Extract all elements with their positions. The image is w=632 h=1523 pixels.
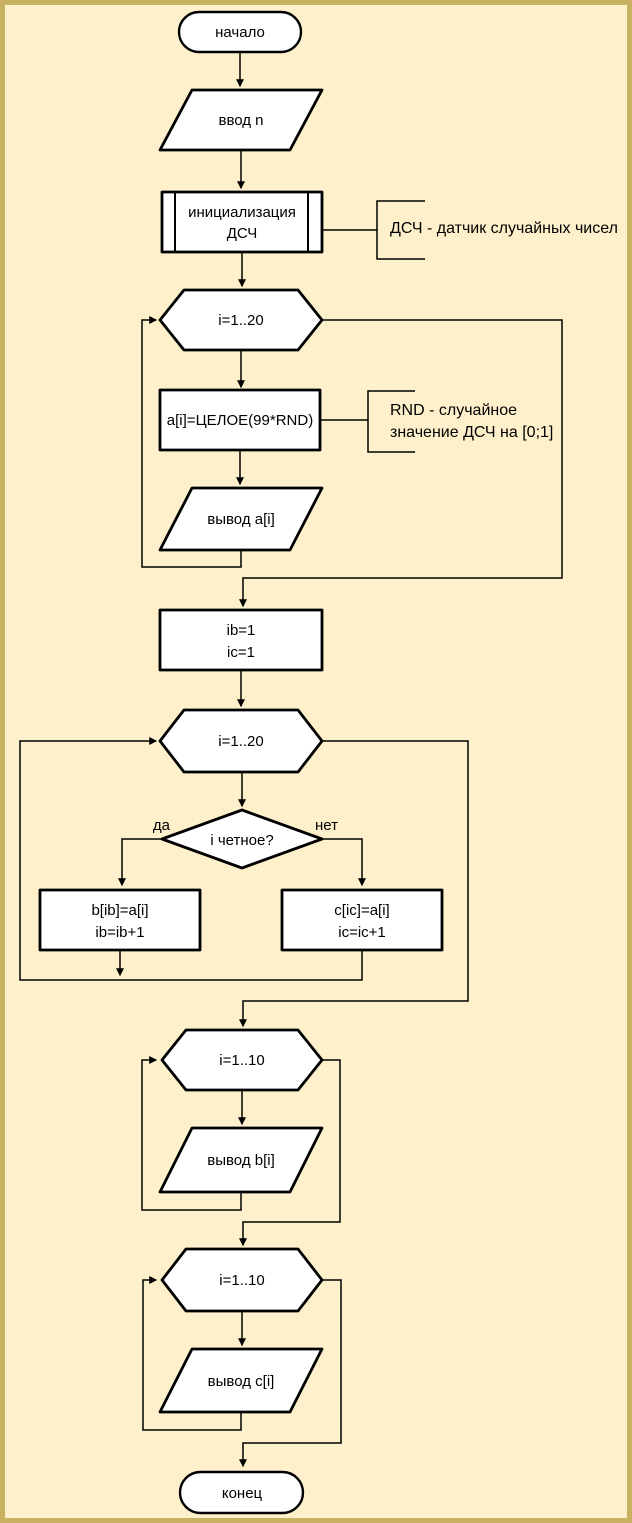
edge-loop1-back — [141, 316, 242, 568]
edge-loop1-exit — [239, 319, 563, 608]
start-terminator-shape — [177, 10, 303, 54]
output-a-shape — [158, 486, 324, 552]
loop4-label: i=1..10 — [219, 1272, 264, 1289]
comment-rnd-text-line1: RND - случайное — [390, 402, 517, 419]
comment-dsch-bracket — [376, 200, 425, 260]
assign-a-label: a[i]=ЦЕЛОЕ(99*RND) — [167, 412, 313, 429]
assign-a-shape — [158, 388, 322, 452]
branch-no-label: нет — [315, 817, 338, 834]
comment-dsch-text: ДСЧ - датчик случайных чисел — [390, 220, 618, 237]
edge-decision-yes — [118, 838, 162, 887]
loop3-shape — [160, 1028, 324, 1092]
loop3-label: i=1..10 — [219, 1052, 264, 1069]
edge-loop3-back — [141, 1056, 242, 1211]
output-b-label: вывод b[i] — [207, 1152, 275, 1169]
assign-c-shape — [280, 888, 444, 952]
loop4-shape — [160, 1247, 324, 1313]
node-output-b: вывод b[i] — [158, 1126, 324, 1194]
decision-even-shape — [160, 808, 324, 870]
comment-dsch: ДСЧ - датчик случайных чисел — [322, 200, 618, 260]
input-n-label: ввод n — [218, 112, 263, 129]
loop1-shape — [158, 288, 324, 352]
node-assign-b: b[ib]=a[i] ib=ib+1 — [38, 888, 202, 952]
node-start: начало — [177, 10, 303, 54]
node-output-c: вывод c[i] — [158, 1347, 324, 1414]
loop1-label: i=1..20 — [218, 312, 263, 329]
init-dsch-label-line1: инициализация — [188, 204, 296, 221]
assign-b-shape — [38, 888, 202, 952]
loop2-shape — [158, 708, 324, 774]
comment-rnd-text-line2: значение ДСЧ на [0;1] — [390, 424, 553, 441]
node-end: конец — [178, 1470, 305, 1515]
output-c-label: вывод c[i] — [208, 1373, 275, 1390]
edge-loop2-exit — [239, 740, 469, 1028]
comment-rnd-bracket — [367, 390, 415, 453]
comment-rnd: RND - случайное значение ДСЧ на [0;1] — [320, 390, 553, 453]
init-dsch-shape — [160, 190, 324, 254]
node-loop2: i=1..20 — [158, 708, 324, 774]
branch-yes-label: да — [153, 817, 171, 834]
output-b-shape — [158, 1126, 324, 1194]
loop2-label: i=1..20 — [218, 733, 263, 750]
output-c-shape — [158, 1347, 324, 1414]
node-init-dsch: инициализация ДСЧ — [160, 190, 324, 254]
assign-c-label-line1: c[ic]=a[i] — [334, 902, 389, 919]
node-init-counters: ib=1 ic=1 — [158, 608, 324, 672]
output-a-label: вывод a[i] — [207, 511, 275, 528]
node-input-n: ввод n — [158, 88, 324, 152]
node-output-a: вывод a[i] — [158, 486, 324, 552]
end-terminator-shape — [178, 1470, 305, 1515]
init-dsch-label-line2: ДСЧ — [227, 225, 258, 242]
edge-loop3-exit — [239, 1059, 341, 1247]
assign-c-label-line2: ic=ic+1 — [338, 924, 386, 941]
edges — [19, 52, 563, 1468]
init-counters-label-line2: ic=1 — [227, 644, 255, 661]
edge-loop4-exit — [239, 1279, 342, 1468]
assign-b-label-line1: b[ib]=a[i] — [91, 902, 148, 919]
init-counters-shape — [158, 608, 324, 672]
node-assign-a: a[i]=ЦЕЛОЕ(99*RND) — [158, 388, 322, 452]
end-label: конец — [222, 1485, 263, 1502]
start-label: начало — [215, 24, 265, 41]
node-loop4: i=1..10 — [160, 1247, 324, 1313]
init-counters-label-line1: ib=1 — [227, 622, 256, 639]
edge-loop2-back — [19, 737, 363, 981]
edge-decision-no — [322, 838, 366, 887]
node-decision-even: i четное? да нет — [153, 808, 338, 870]
node-loop1: i=1..20 — [158, 288, 324, 352]
decision-even-label: i четное? — [210, 832, 273, 849]
edge-loop4-back — [142, 1276, 242, 1431]
assign-b-label-line2: ib=ib+1 — [95, 924, 144, 941]
node-loop3: i=1..10 — [160, 1028, 324, 1092]
node-assign-c: c[ic]=a[i] ic=ic+1 — [280, 888, 444, 952]
input-n-shape — [158, 88, 324, 152]
